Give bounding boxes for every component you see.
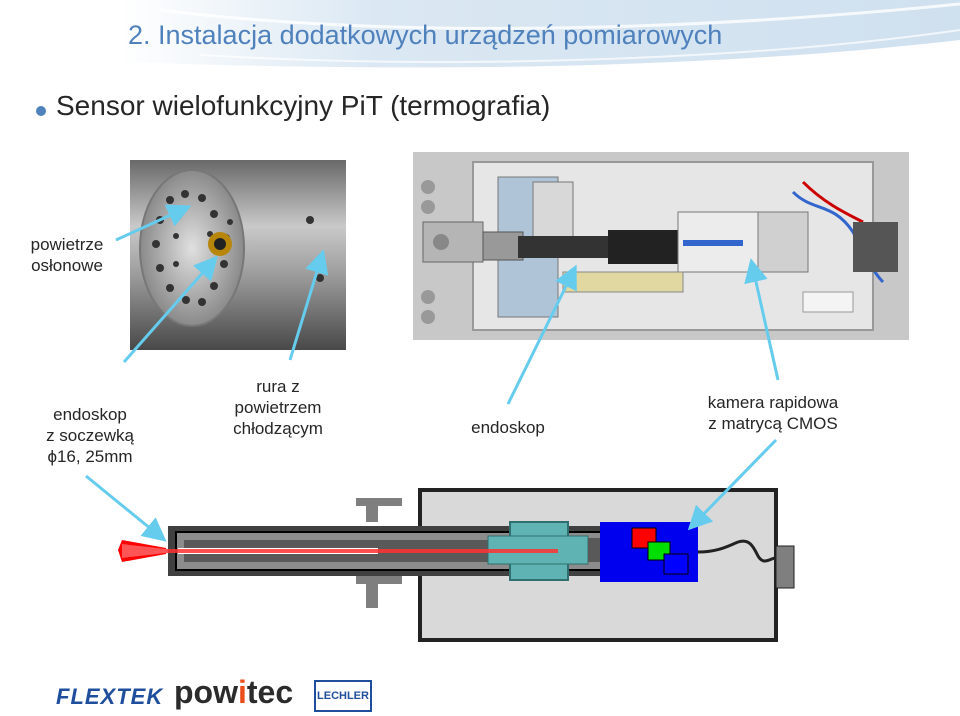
- label-camera: kamera rapidowa z matrycą CMOS: [680, 392, 866, 434]
- label-line: z matrycą CMOS: [680, 413, 866, 434]
- label-line: chłodzącym: [206, 418, 350, 439]
- label-cooling-tube: rura z powietrzem chłodzącym: [206, 376, 350, 439]
- powitec-logo: powitec: [174, 674, 293, 711]
- label-line: osłonowe: [12, 255, 122, 276]
- logo-part: tec: [247, 674, 293, 710]
- label-line: z soczewką: [22, 425, 158, 446]
- logo-part: pow: [174, 674, 238, 710]
- flextek-logo: FLEXTEK: [56, 684, 163, 710]
- label-line: powietrze: [12, 234, 122, 255]
- logo-part: i: [238, 674, 247, 710]
- label-line: endoskop: [22, 404, 158, 425]
- label-line: ϕ16, 25mm: [22, 446, 158, 467]
- label-endoscope-lens: endoskop z soczewką ϕ16, 25mm: [22, 404, 158, 467]
- lechler-logo: LECHLER: [314, 680, 372, 712]
- label-shield-air: powietrze osłonowe: [12, 234, 122, 276]
- label-endoscope: endoskop: [440, 417, 576, 438]
- label-line: powietrzem: [206, 397, 350, 418]
- label-line: rura z: [206, 376, 350, 397]
- label-line: kamera rapidowa: [680, 392, 866, 413]
